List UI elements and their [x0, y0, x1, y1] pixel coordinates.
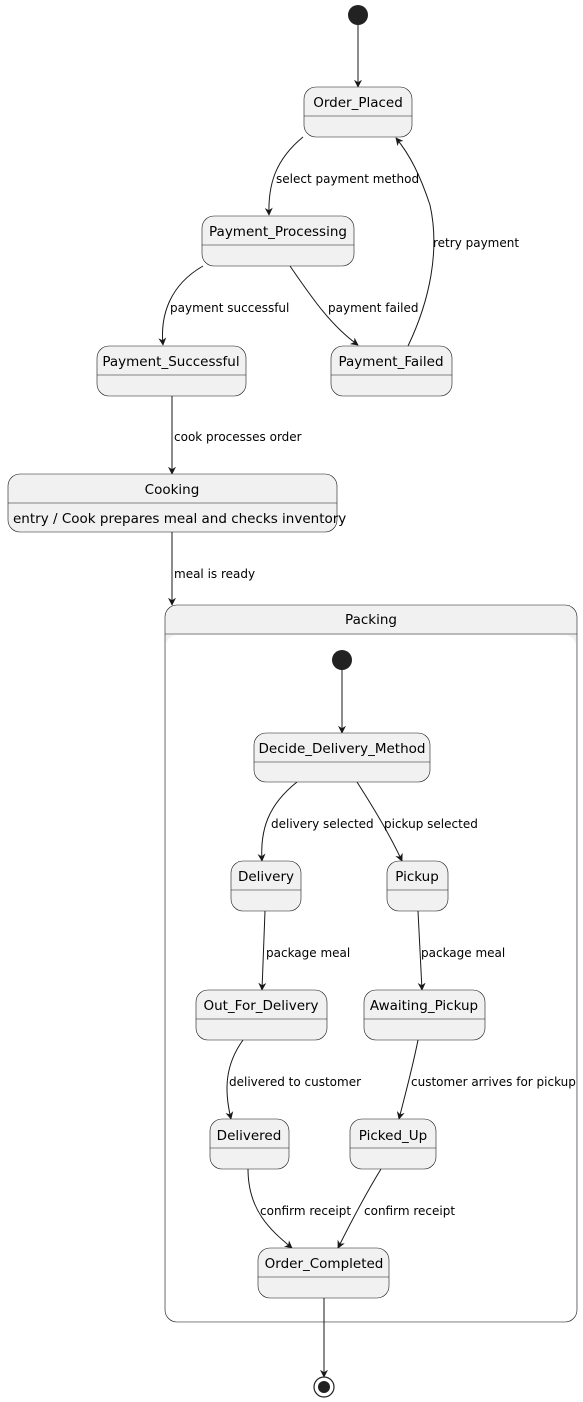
edge-order-placed-to-payment-processing — [264, 136, 304, 216]
packing-start-state — [332, 650, 352, 670]
edge-pickup-to-awaiting — [417, 910, 426, 991]
label-package-meal-delivery: package meal — [266, 946, 350, 960]
edge-decide-to-pickup — [356, 781, 403, 862]
label-meal-is-ready: meal is ready — [174, 567, 255, 581]
state-pickup: Pickup — [386, 860, 449, 912]
state-order-placed: Order_Placed — [303, 86, 413, 138]
edge-out-for-delivery-to-delivered — [225, 1039, 244, 1120]
label-confirm-receipt-picked-up: confirm receipt — [364, 1204, 455, 1218]
label-cook-processes-order: cook processes order — [174, 430, 302, 444]
state-picked-up-label: Picked_Up — [359, 1128, 427, 1144]
transitions — [158, 25, 435, 1378]
label-retry-payment: retry payment — [433, 236, 519, 250]
state-payment-processing-label: Payment_Processing — [209, 224, 347, 240]
state-cooking-entry-action: entry / Cook prepares meal and checks in… — [13, 511, 346, 527]
state-delivery-label: Delivery — [238, 869, 294, 885]
state-payment-successful-label: Payment_Successful — [102, 354, 239, 370]
state-delivery: Delivery — [230, 860, 302, 912]
state-delivered: Delivered — [209, 1118, 290, 1170]
label-select-payment-method: select payment method — [276, 172, 419, 186]
state-payment-failed: Payment_Failed — [330, 345, 453, 397]
edge-picked-up-to-completed — [337, 1168, 382, 1249]
label-delivery-selected: delivery selected — [271, 817, 374, 831]
edge-payment-processing-to-successful — [158, 265, 204, 346]
edge-delivery-to-out-for-delivery — [258, 910, 267, 991]
packing-label: Packing — [345, 612, 397, 628]
state-order-placed-label: Order_Placed — [313, 95, 403, 111]
start-state — [348, 5, 368, 25]
edge-delivered-to-completed — [247, 1168, 293, 1249]
edge-decide-to-delivery — [257, 781, 298, 862]
label-payment-successful: payment successful — [170, 301, 289, 315]
state-picked-up: Picked_Up — [349, 1118, 437, 1170]
state-payment-successful: Payment_Successful — [96, 345, 247, 397]
state-delivered-label: Delivered — [217, 1128, 282, 1144]
label-payment-failed: payment failed — [328, 301, 419, 315]
state-awaiting-pickup: Awaiting_Pickup — [363, 989, 486, 1041]
edge-payment-processing-to-failed — [289, 265, 359, 346]
edge-awaiting-to-picked-up — [396, 1039, 419, 1120]
label-pickup-selected: pickup selected — [384, 817, 478, 831]
state-cooking: Cooking entry / Cook prepares meal and c… — [7, 473, 346, 533]
label-delivered-to-customer: delivered to customer — [229, 1075, 361, 1089]
label-customer-arrives-for-pickup: customer arrives for pickup — [411, 1075, 576, 1089]
state-out-for-delivery: Out_For_Delivery — [195, 989, 328, 1041]
transition-labels: select payment method retry payment paym… — [170, 172, 576, 1218]
state-cooking-label: Cooking — [145, 482, 200, 498]
end-state — [313, 1376, 335, 1398]
state-out-for-delivery-label: Out_For_Delivery — [203, 998, 318, 1014]
label-package-meal-pickup: package meal — [421, 946, 505, 960]
state-order-completed: Order_Completed — [257, 1247, 390, 1299]
state-pickup-label: Pickup — [395, 869, 439, 885]
state-payment-processing: Payment_Processing — [201, 215, 355, 267]
edge-payment-failed-retry — [395, 137, 435, 347]
label-confirm-receipt-delivered: confirm receipt — [260, 1204, 351, 1218]
state-decide-delivery-method-label: Decide_Delivery_Method — [259, 741, 426, 757]
state-payment-failed-label: Payment_Failed — [338, 354, 443, 370]
state-order-completed-label: Order_Completed — [265, 1256, 384, 1272]
state-awaiting-pickup-label: Awaiting_Pickup — [370, 998, 478, 1014]
state-decide-delivery-method: Decide_Delivery_Method — [253, 732, 431, 783]
